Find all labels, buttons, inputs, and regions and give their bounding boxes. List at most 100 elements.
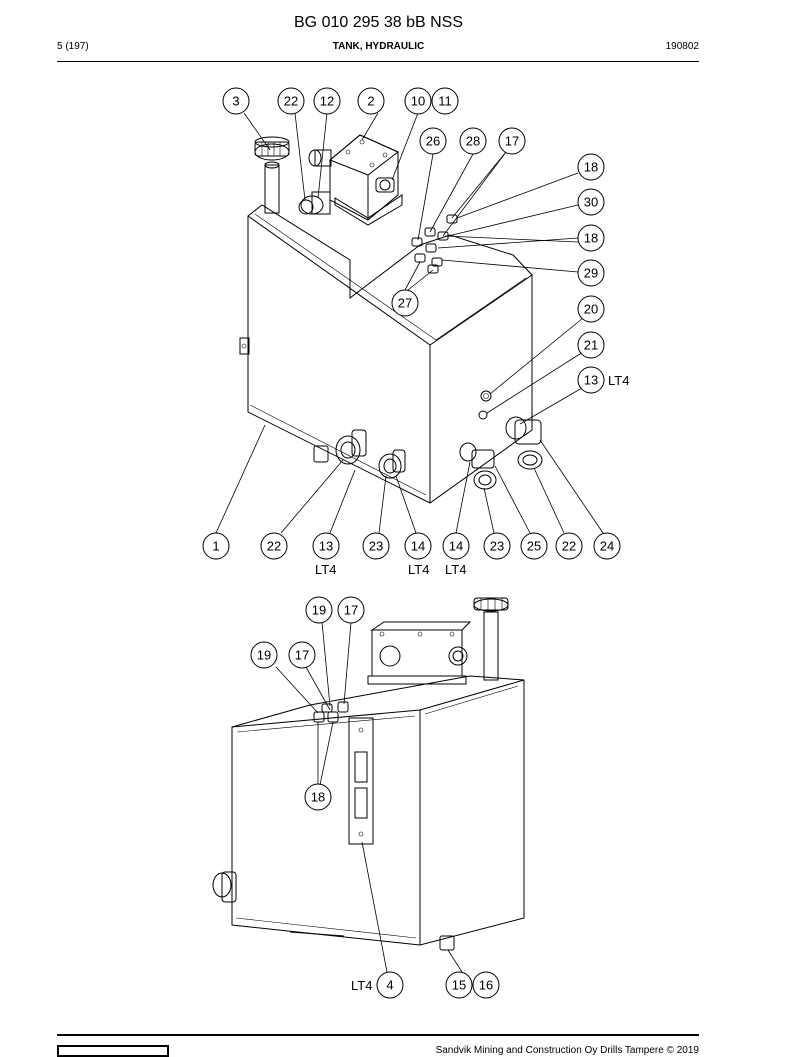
svg-text:14: 14 xyxy=(411,539,425,554)
tank-inner-edge xyxy=(236,715,416,733)
callout-22: 22 xyxy=(277,87,305,115)
note-lt4: LT4 xyxy=(445,562,466,577)
callout-19: 19 xyxy=(305,596,333,624)
svg-text:19: 19 xyxy=(312,603,326,618)
callout-17: 17 xyxy=(498,127,526,155)
callout-14: 14 xyxy=(404,532,432,560)
callout-28: 28 xyxy=(459,127,487,155)
callout-20: 20 xyxy=(577,295,605,323)
callout-18: 18 xyxy=(577,153,605,181)
plug-part xyxy=(480,390,492,402)
svg-text:18: 18 xyxy=(584,160,598,175)
callout-3: 3 xyxy=(222,87,250,115)
bottom-fitting-part xyxy=(459,442,497,490)
bracket-hole xyxy=(241,343,247,349)
tank-body-outline xyxy=(247,204,533,504)
tank-bottom-view: 19 17 19 17 18 4 15 16 LT4 xyxy=(212,596,525,999)
drain-fitting-part xyxy=(439,935,455,951)
svg-text:22: 22 xyxy=(267,539,281,554)
svg-text:30: 30 xyxy=(584,195,598,210)
tank-inner-edge xyxy=(254,213,437,341)
svg-text:19: 19 xyxy=(257,648,271,663)
page-number: 5 (197) xyxy=(57,41,89,52)
tank-top-right-edge xyxy=(419,679,525,711)
callout-13: 13 xyxy=(577,366,605,394)
leader-lines xyxy=(275,621,463,973)
elbow-fitting-part xyxy=(505,416,543,470)
tank-top-view: 3 22 12 2 10 11 26 28 17 18 30 18 29 27 … xyxy=(202,87,629,577)
copyright-notice: Sandvik Mining and Construction Oy Drill… xyxy=(435,1045,699,1056)
callout-27: 27 xyxy=(391,289,419,317)
svg-text:26: 26 xyxy=(426,134,440,149)
svg-text:16: 16 xyxy=(479,978,493,993)
callout-15: 15 xyxy=(445,971,473,999)
filter-housing-part xyxy=(329,134,403,226)
header-rule xyxy=(57,61,699,62)
drain-fitting-part xyxy=(313,445,329,463)
tank-top-right-edge xyxy=(429,274,533,346)
callout-18: 18 xyxy=(577,224,605,252)
tank-bottom-bevel xyxy=(235,917,417,939)
svg-text:12: 12 xyxy=(320,94,334,109)
callout-24: 24 xyxy=(593,532,621,560)
tank-body-outline xyxy=(231,675,525,946)
sight-gauge-part xyxy=(348,717,374,845)
note-lt4: LT4 xyxy=(315,562,336,577)
fitting-part xyxy=(298,149,332,215)
callout-14: 14 xyxy=(442,532,470,560)
bottom-fitting-part xyxy=(335,429,367,465)
callout-2: 2 xyxy=(357,87,385,115)
callout-26: 26 xyxy=(419,127,447,155)
svg-text:13: 13 xyxy=(584,373,598,388)
leader-lines xyxy=(215,112,604,534)
callout-4: 4 xyxy=(376,971,404,999)
note-lt4: LT4 xyxy=(351,978,372,993)
svg-text:17: 17 xyxy=(344,603,358,618)
svg-text:4: 4 xyxy=(386,978,393,993)
callout-22: 22 xyxy=(260,532,288,560)
filter-housing-part xyxy=(367,621,472,685)
svg-text:10: 10 xyxy=(411,94,425,109)
note-lt4: LT4 xyxy=(408,562,429,577)
svg-text:25: 25 xyxy=(527,539,541,554)
tank-top-edge xyxy=(247,215,431,346)
tank-top-edge xyxy=(231,709,421,728)
callout-19: 19 xyxy=(250,641,278,669)
svg-text:22: 22 xyxy=(284,94,298,109)
callout-23: 23 xyxy=(483,532,511,560)
svg-text:15: 15 xyxy=(452,978,466,993)
plug-part xyxy=(483,393,489,399)
callout-30: 30 xyxy=(577,188,605,216)
note-lt4: LT4 xyxy=(608,373,629,388)
callout-16: 16 xyxy=(472,971,500,999)
svg-text:23: 23 xyxy=(369,539,383,554)
callout-17: 17 xyxy=(337,596,365,624)
callout-29: 29 xyxy=(577,259,605,287)
document-date: 190802 xyxy=(665,41,699,52)
callout-1: 1 xyxy=(202,532,230,560)
svg-text:18: 18 xyxy=(311,790,325,805)
svg-text:17: 17 xyxy=(295,648,309,663)
callout-18: 18 xyxy=(304,783,332,811)
svg-text:17: 17 xyxy=(505,134,519,149)
svg-text:21: 21 xyxy=(584,338,598,353)
svg-text:2: 2 xyxy=(367,94,374,109)
svg-text:28: 28 xyxy=(466,134,480,149)
callout-23: 23 xyxy=(362,532,390,560)
sandvik-logo xyxy=(57,1045,169,1057)
svg-text:20: 20 xyxy=(584,302,598,317)
callout-22: 22 xyxy=(555,532,583,560)
callout-11: 11 xyxy=(431,87,459,115)
svg-text:11: 11 xyxy=(438,94,452,109)
svg-text:22: 22 xyxy=(562,539,576,554)
mounting-bracket xyxy=(239,337,250,355)
callout-25: 25 xyxy=(520,532,548,560)
breather-cap-part xyxy=(473,597,509,681)
bottom-plate xyxy=(289,931,345,937)
section-title: TANK, HYDRAULIC xyxy=(332,41,425,52)
svg-text:3: 3 xyxy=(232,94,239,109)
svg-text:13: 13 xyxy=(319,539,333,554)
svg-text:24: 24 xyxy=(600,539,614,554)
tank-inner-edge xyxy=(435,277,527,341)
